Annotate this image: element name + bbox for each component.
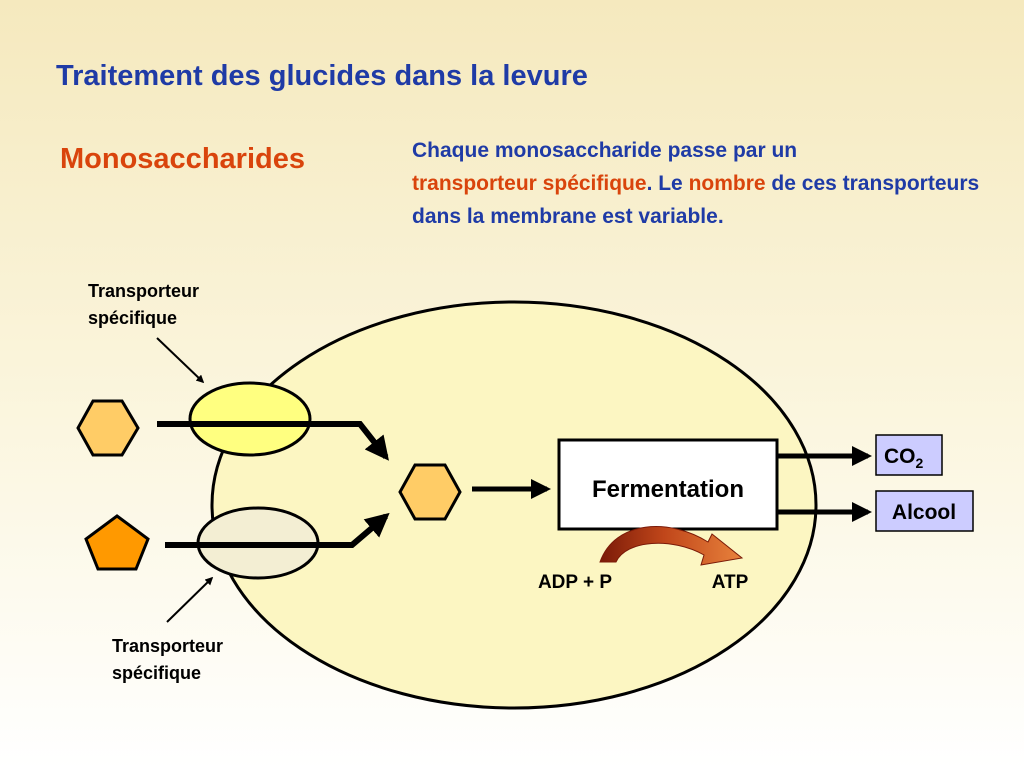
- pointer-line-top: [156, 337, 205, 384]
- pointer-line-bottom: [166, 576, 214, 623]
- transporter-bottom-label: Transporteur spécifique: [112, 636, 228, 683]
- hexagon-monosaccharide-inside: [398, 463, 462, 521]
- transporter-top-label: Transporteur spécifique: [88, 281, 204, 328]
- co2-label: CO2: [884, 445, 924, 471]
- pentagon-monosaccharide-outside: [84, 514, 150, 571]
- hexagon-monosaccharide-outside: [76, 399, 140, 457]
- number-term: nombre: [688, 172, 766, 195]
- section-heading: Monosaccharides: [60, 143, 305, 175]
- atp-label: ATP: [712, 572, 749, 593]
- adp-label: ADP + P: [538, 572, 612, 593]
- yeast-cell: [210, 300, 818, 710]
- transporter-term: transporteur spécifique: [412, 172, 647, 195]
- alcool-box: [875, 490, 974, 532]
- description-line1: Chaque monosaccharide passe par un: [412, 139, 798, 162]
- fermentation-box: [557, 438, 779, 531]
- description-rest: de ces transporteurs dans la membrane es…: [412, 172, 980, 228]
- fermentation-label: Fermentation: [592, 476, 744, 503]
- transporter-top: [188, 381, 312, 457]
- description-separator: . Le: [646, 172, 689, 195]
- atp-curved-arrow: [599, 526, 744, 566]
- co2-subscript: 2: [916, 455, 924, 471]
- co2-box: [875, 434, 943, 476]
- description-text: Chaque monosaccharide passe par un transp…: [412, 134, 1002, 233]
- alcool-label: Alcool: [892, 501, 956, 524]
- page-title: Traitement des glucides dans la levure: [56, 60, 588, 92]
